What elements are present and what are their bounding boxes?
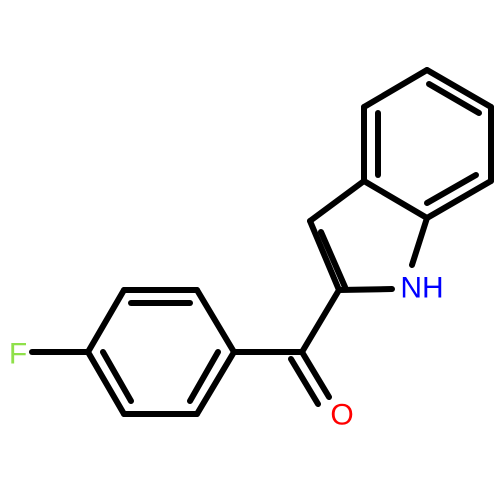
nitrogen-atom-label: NH <box>400 272 443 305</box>
fluorophenyl-ring <box>29 287 237 417</box>
bond <box>336 286 395 293</box>
bond <box>424 67 494 110</box>
bond <box>194 287 237 355</box>
bond <box>361 178 430 221</box>
bond <box>299 287 342 355</box>
double-bond-inner <box>318 229 348 290</box>
bond <box>361 67 430 110</box>
bond <box>194 349 237 417</box>
bond <box>85 349 127 417</box>
carbonyl-group <box>231 287 342 407</box>
double-bond-inner <box>100 349 134 404</box>
indole-pyrrole-ring <box>307 178 430 293</box>
oxygen-atom-label: O <box>330 399 353 432</box>
bond <box>307 218 342 293</box>
bond <box>424 178 494 221</box>
double-bond-co <box>299 349 332 400</box>
bond <box>307 178 367 224</box>
bond <box>409 215 430 268</box>
bond <box>85 287 127 355</box>
double-bond-inner <box>187 349 221 404</box>
double-bond-inner <box>426 81 482 116</box>
fluorine-atom-label: F <box>9 338 27 371</box>
double-bond-co <box>288 356 321 407</box>
indole-benzene-ring <box>361 67 494 221</box>
double-bond-inner <box>424 172 479 206</box>
